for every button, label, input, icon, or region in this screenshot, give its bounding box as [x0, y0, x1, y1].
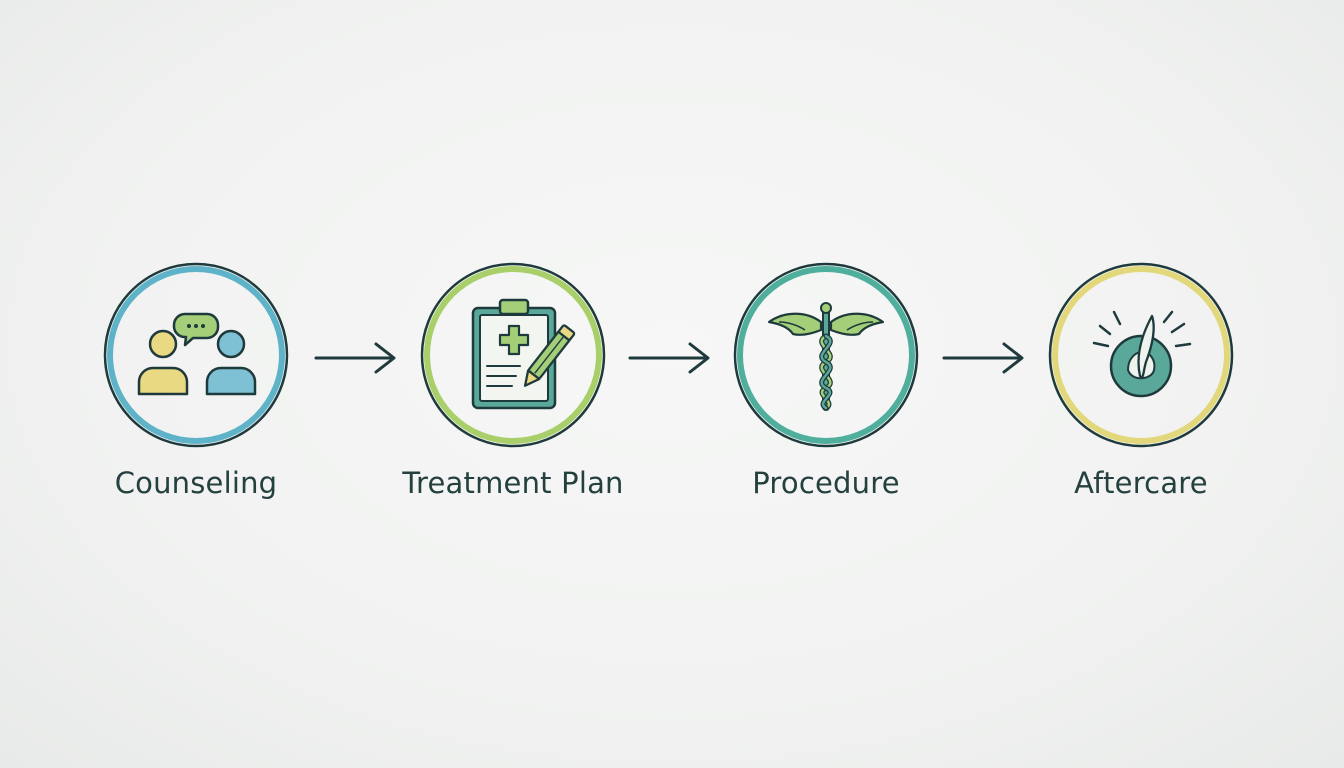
step-label-aftercare: Aftercare	[1074, 466, 1208, 500]
aftercare-circle	[1048, 262, 1234, 448]
hair-follicle-icon	[1092, 310, 1192, 398]
procedure-circle	[733, 262, 919, 448]
counseling-circle	[103, 262, 289, 448]
arrow-right-icon	[942, 342, 1024, 374]
arrow-right-icon	[314, 342, 396, 374]
step-procedure: Procedure	[696, 262, 956, 512]
consultation-people-icon	[137, 312, 257, 396]
arrow-right-icon	[628, 342, 710, 374]
step-label-procedure: Procedure	[752, 466, 900, 500]
step-label-counseling: Counseling	[114, 466, 278, 500]
step-treatment-plan: Treatment Plan	[383, 262, 643, 512]
treatment-plan-circle	[420, 262, 606, 448]
step-label-treatment-plan: Treatment Plan	[402, 466, 624, 500]
step-aftercare: Aftercare	[1011, 262, 1271, 512]
clipboard-plan-icon	[471, 298, 576, 410]
caduceus-icon	[767, 302, 885, 411]
step-counseling: Counseling	[66, 262, 326, 512]
